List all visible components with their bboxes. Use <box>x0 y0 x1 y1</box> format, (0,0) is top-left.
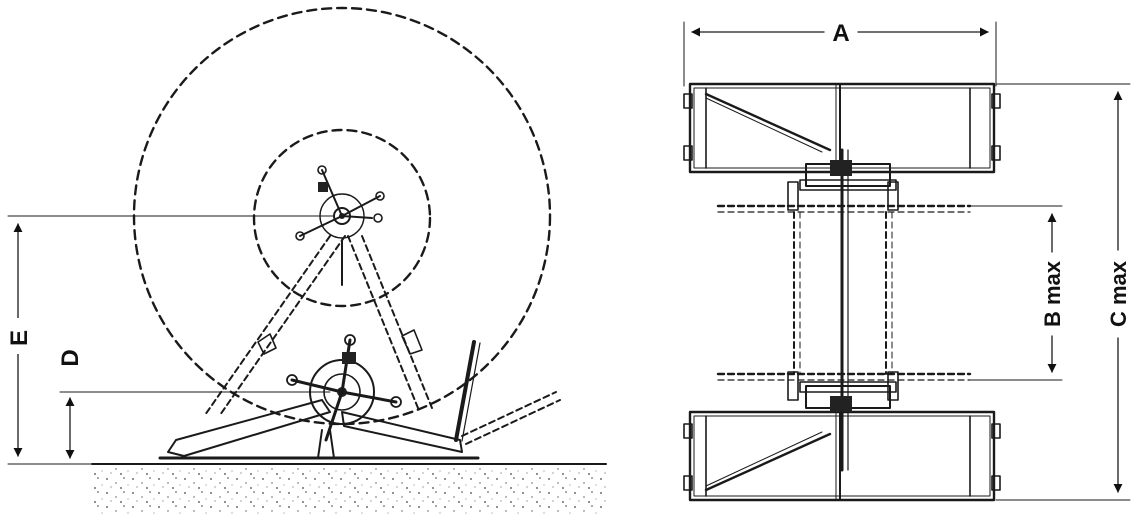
reel-flanges-dashed <box>716 204 972 381</box>
raised-arms-dashed <box>204 235 433 416</box>
dimension-c <box>995 83 1131 501</box>
dimension-b <box>969 205 1063 381</box>
base-frame <box>158 340 561 460</box>
label-a: A <box>832 20 849 47</box>
center-shaft <box>787 148 899 472</box>
upper-hub <box>295 165 385 286</box>
side-view: E D <box>6 6 607 514</box>
dimension-a <box>683 21 997 87</box>
dimension-d <box>59 391 331 459</box>
front-view: A <box>683 20 1131 502</box>
reel-core-circle <box>252 128 432 308</box>
label-c-max: C max <box>1106 260 1131 327</box>
label-b-max: B max <box>1040 260 1065 327</box>
dimension-e <box>7 215 335 465</box>
label-e: E <box>6 330 33 346</box>
lower-hub <box>286 334 402 442</box>
ground-gravel <box>92 466 606 514</box>
label-d: D <box>57 349 84 366</box>
